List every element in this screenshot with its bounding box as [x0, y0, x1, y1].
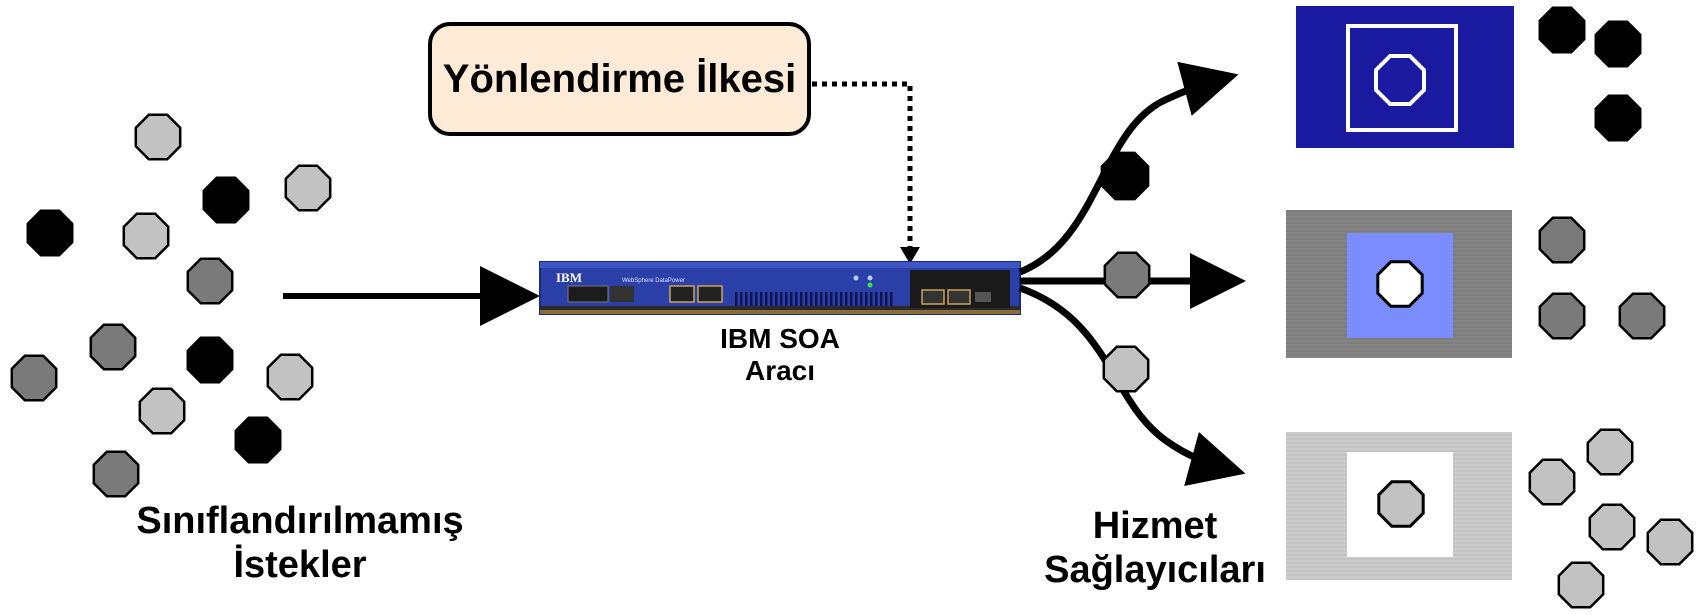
- request-octagon: [92, 450, 140, 498]
- provider-cluster-octagon: [1586, 428, 1634, 476]
- appliance-label: IBM SOA Aracı: [690, 323, 870, 387]
- routing-policy-box: Yönlendirme İlkesi: [428, 22, 811, 136]
- vent-slot: [850, 292, 853, 306]
- vent-slot: [815, 292, 818, 306]
- vent-slot: [820, 292, 823, 306]
- vent-slot: [825, 292, 828, 306]
- ibm-soa-appliance: IBM WebSphere DataPower: [539, 261, 1021, 315]
- vent-slot: [775, 292, 778, 306]
- vent-slot: [755, 292, 758, 306]
- appliance-label-line1: IBM SOA: [720, 323, 840, 354]
- provider-inner-octagon: [1374, 54, 1426, 106]
- provider-inner-octagon: [1376, 260, 1424, 308]
- vent-slot: [835, 292, 838, 306]
- policy-connector-arrowhead: [900, 247, 920, 264]
- request-octagon: [266, 353, 314, 401]
- vent-slot: [830, 292, 833, 306]
- vent-slot: [790, 292, 793, 306]
- vent-slot: [880, 292, 883, 306]
- unclassified-requests-cloud: [10, 113, 332, 498]
- vent-slot: [875, 292, 878, 306]
- request-octagon: [26, 209, 74, 257]
- provider-cluster-octagon: [1588, 503, 1636, 551]
- requests-label-line2: İstekler: [233, 543, 367, 586]
- requests-label: Sınıflandırılmamış İstekler: [100, 500, 500, 587]
- vent-slot: [885, 292, 888, 306]
- routed-octagon-dark: [1103, 251, 1151, 299]
- vent-slot: [810, 292, 813, 306]
- vent-slot: [750, 292, 753, 306]
- request-octagon: [186, 257, 234, 305]
- request-octagon: [89, 323, 137, 371]
- vent-slot: [890, 292, 893, 306]
- providers-label: Hizmet Sağlayıcıları: [1030, 505, 1280, 592]
- appliance-vents: [735, 292, 893, 306]
- vent-slot: [845, 292, 848, 306]
- provider-cluster-octagon: [1538, 6, 1586, 54]
- vent-slot: [800, 292, 803, 306]
- vent-slot: [785, 292, 788, 306]
- request-octagon: [234, 416, 282, 464]
- provider-cluster-octagon: [1538, 292, 1586, 340]
- vent-slot: [735, 292, 738, 306]
- output-arrow-top: [1018, 61, 1239, 276]
- request-octagon: [10, 354, 58, 402]
- provider-cluster-octagon: [1594, 94, 1642, 142]
- vent-slot: [795, 292, 798, 306]
- request-octagon: [202, 176, 250, 224]
- vent-slot: [860, 292, 863, 306]
- request-octagon: [122, 212, 170, 260]
- vent-slot: [770, 292, 773, 306]
- routed-octagon-light: [1102, 345, 1150, 393]
- output-arrow-bottom: [1018, 284, 1246, 486]
- appliance-brand: IBM: [556, 270, 582, 285]
- routed-requests: [1100, 151, 1151, 393]
- vent-slot: [865, 292, 868, 306]
- vent-slot: [745, 292, 748, 306]
- vent-slot: [805, 292, 808, 306]
- vent-slot: [765, 292, 768, 306]
- appliance-model-text: WebSphere DataPower: [622, 278, 685, 284]
- request-octagon: [138, 387, 186, 435]
- providers-label-line1: Hizmet: [1092, 505, 1218, 547]
- provider-cluster-octagon: [1594, 20, 1642, 68]
- providers-label-line2: Sağlayıcıları: [1044, 548, 1266, 591]
- routed-octagon-black: [1100, 151, 1150, 201]
- requests-label-line1: Sınıflandırılmamış: [136, 500, 464, 542]
- vent-slot: [780, 292, 783, 306]
- vent-slot: [855, 292, 858, 306]
- provider-cluster-octagon: [1618, 292, 1666, 340]
- provider-inner-octagon: [1377, 480, 1425, 528]
- provider-cluster-octagon: [1646, 518, 1694, 566]
- routing-policy-label: Yönlendirme İlkesi: [442, 56, 797, 101]
- vent-slot: [840, 292, 843, 306]
- vent-slot: [760, 292, 763, 306]
- appliance-label-line2: Aracı: [744, 355, 816, 387]
- provider-cluster-octagon: [1557, 561, 1605, 609]
- provider-cluster-octagon: [1528, 458, 1576, 506]
- request-octagon: [284, 164, 332, 212]
- vent-slot: [740, 292, 743, 306]
- request-octagon: [134, 113, 182, 161]
- provider-cluster-octagon: [1538, 216, 1586, 264]
- provider-request-clusters: [1374, 6, 1694, 609]
- policy-connector-dotted: [812, 81, 913, 250]
- vent-slot: [870, 292, 873, 306]
- request-octagon: [186, 336, 234, 384]
